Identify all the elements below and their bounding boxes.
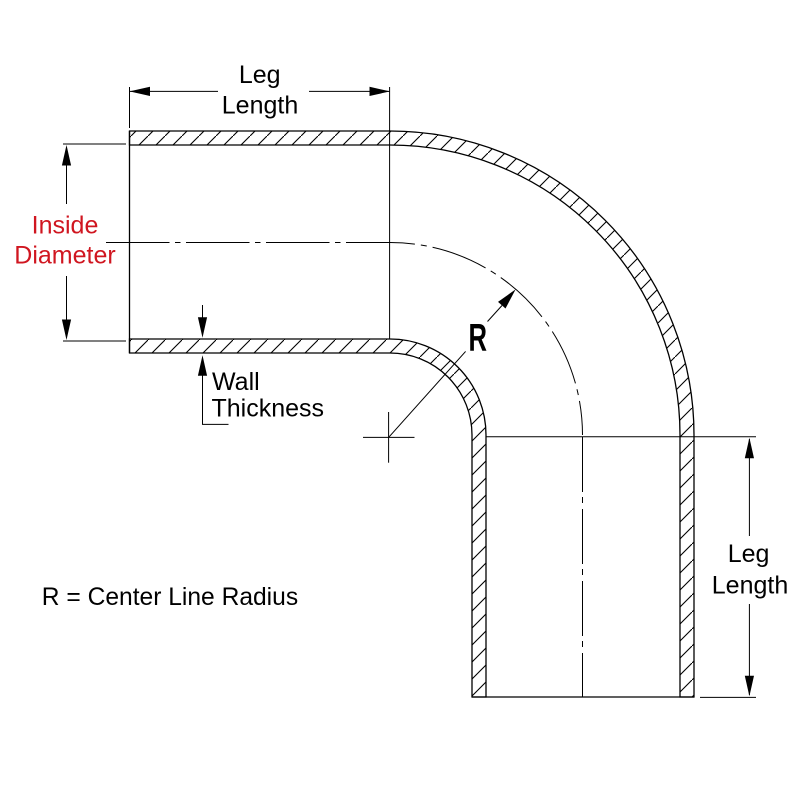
svg-text:R = Center Line Radius: R = Center Line Radius — [42, 584, 298, 611]
svg-text:Leg: Leg — [239, 61, 281, 89]
svg-text:Wall: Wall — [212, 368, 260, 396]
svg-text:Diameter: Diameter — [14, 241, 115, 269]
svg-text:R: R — [469, 317, 488, 360]
svg-text:Inside: Inside — [32, 212, 99, 240]
svg-text:Leg: Leg — [728, 540, 770, 568]
svg-text:Length: Length — [222, 91, 298, 119]
svg-text:Length: Length — [712, 572, 788, 600]
svg-text:Thickness: Thickness — [212, 394, 325, 422]
